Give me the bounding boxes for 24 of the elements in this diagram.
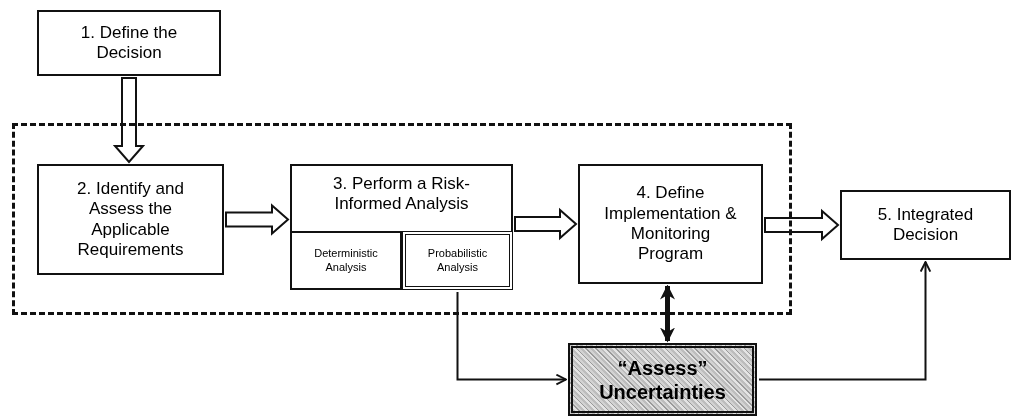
block-arrow [112,77,146,164]
arrow [456,291,567,386]
node-label: 4. Define Implementation & Monitoring Program [604,183,737,265]
arrow [758,261,932,381]
process-box [840,190,1011,260]
process-box [37,164,224,275]
process-box [578,164,763,284]
block-arrow [764,208,840,242]
process-box [290,231,402,290]
shaded-process-box [568,343,757,416]
block-arrow [514,207,578,241]
node-label: 3. Perform a Risk-Informed Analysis [332,174,471,215]
process-box [37,10,221,76]
node-label: 1. Define the Decision [79,22,179,64]
node-label: “Assess” Uncertainties [598,355,727,404]
node-label: 5. Integrated Decision [876,204,975,246]
block-arrow [225,203,290,236]
node-label: Deterministic Analysis [313,247,379,274]
node-label: Probabilistic Analysis [426,247,489,274]
process-box [402,231,513,290]
arrow [660,284,675,343]
dashed-group-frame [12,123,792,315]
process-box [290,164,513,290]
node-label: 2. Identify and Assess the Applicable Requirements [76,178,185,261]
